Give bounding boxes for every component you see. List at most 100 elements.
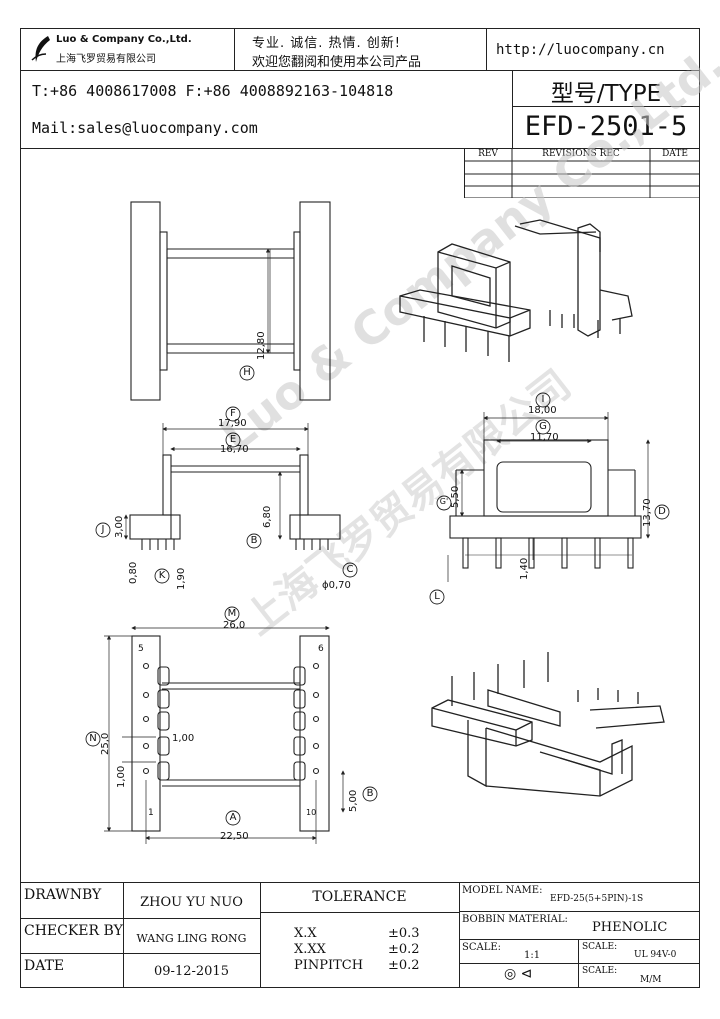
type-divider	[512, 70, 513, 148]
tolerance-value-pinpitch: ±0.2	[388, 958, 420, 973]
title-block-rule	[260, 912, 459, 913]
dim-j-value: 3,00	[114, 515, 125, 538]
date-value: 09-12-2015	[154, 964, 229, 979]
bottom-view	[131, 635, 330, 832]
label-m: M	[227, 608, 237, 619]
date-column-header: DATE	[662, 149, 688, 159]
dim-h-value: 12,80	[256, 331, 267, 360]
dim-pin-width: 0,80	[128, 561, 139, 584]
label-i: I	[541, 394, 545, 405]
checker-by-label: CHECKER BY	[24, 923, 123, 939]
tolerance-value-xxx: ±0.2	[388, 942, 420, 957]
phone-fax: T:+86 4008617008 F:+86 4008892163-104818	[32, 82, 394, 100]
dim-b-value: 6,80	[262, 505, 273, 528]
unit-label: SCALE:	[582, 966, 618, 976]
front-view	[129, 454, 341, 550]
label-h: H	[243, 367, 251, 378]
dim-f-value: 17,90	[218, 418, 247, 429]
header-rule	[20, 70, 700, 71]
title-block-divider	[578, 939, 579, 988]
drawn-by-label: DRAWNBY	[24, 887, 102, 903]
label-g-prime: G'	[439, 497, 449, 506]
dimension-callouts	[85, 365, 670, 826]
model-name-value: EFD-25(5+5PIN)-1S	[550, 894, 644, 904]
tolerance-value-xx: ±0.3	[388, 926, 420, 941]
side-view	[449, 439, 642, 569]
slogan-line2: 欢迎您翻阅和使用本公司产品	[252, 55, 422, 70]
title-block-rule	[459, 939, 700, 940]
tolerance-key-xx: X.X	[294, 926, 317, 941]
dimension-lines	[104, 248, 651, 844]
dim-n-value: 25,0	[100, 732, 111, 755]
title-block-rule	[20, 918, 260, 919]
isometric-view-top	[399, 219, 633, 362]
dim-l-value: 1,40	[519, 557, 530, 580]
checker-by-value: WANG LING RONG	[136, 932, 247, 945]
contact-rule	[20, 148, 700, 149]
type-rule	[512, 106, 700, 107]
drawn-by-value: ZHOU YU NUO	[140, 895, 243, 910]
type-label: 型号/TYPE	[550, 81, 662, 107]
date-label: DATE	[24, 958, 65, 974]
material-grade-value: UL 94V-0	[634, 950, 677, 960]
dim-n-pitch: 1,00	[172, 733, 195, 744]
bobbin-material-label: BOBBIN MATERIAL:	[462, 914, 568, 925]
title-block-rule	[20, 953, 260, 954]
dim-five-mm: 5,00	[348, 789, 359, 812]
rev-column-header: REV	[478, 149, 498, 159]
dim-g-prime-value: 5,50	[450, 485, 461, 508]
dim-e-value: 16,70	[220, 444, 249, 455]
tolerance-label: TOLERANCE	[312, 889, 407, 905]
pin-label-1: 1	[148, 808, 154, 818]
dim-one-mm: 1,00	[116, 765, 127, 788]
pin-label-5: 5	[138, 644, 144, 654]
dim-m-value: 26,0	[223, 620, 246, 631]
type-value: EFD-2501-5	[524, 111, 688, 142]
website-link[interactable]: http://luocompany.cn	[496, 42, 665, 58]
pin-label-6: 6	[318, 644, 324, 654]
label-j: J	[101, 524, 105, 535]
dim-k-value: 1,90	[176, 567, 187, 590]
dim-d-value: 13,70	[642, 498, 653, 527]
projection-icon: ◎ ⊲	[504, 966, 533, 982]
title-block-divider	[123, 882, 124, 988]
label-b: B	[250, 535, 258, 546]
label-g: G	[539, 421, 547, 432]
label-d: D	[658, 506, 666, 517]
revisions-rec-column-header: REVISIONS REC	[542, 149, 620, 159]
label-f: F	[230, 408, 236, 419]
tolerance-key-xxx: X.XX	[294, 942, 326, 957]
isometric-view-bottom	[431, 652, 665, 797]
drawing-frame	[20, 28, 700, 988]
bobbin-material-value: PHENOLIC	[592, 920, 668, 935]
label-b-bottom: B	[366, 788, 374, 799]
header-divider	[234, 28, 235, 70]
title-block-rule	[20, 882, 700, 883]
company-name-en: Luo & Company Co.,Ltd.	[56, 34, 192, 45]
material-grade-label: SCALE:	[582, 942, 618, 952]
model-name-label: MODEL NAME:	[462, 885, 543, 896]
scale-value: 1:1	[524, 950, 541, 961]
label-l: L	[434, 591, 440, 602]
pin-label-10: 10	[306, 808, 317, 817]
scale-label: SCALE:	[462, 942, 502, 953]
unit-value: M/M	[640, 975, 662, 985]
title-block-divider	[459, 882, 460, 988]
dim-g-value: 11,70	[530, 432, 559, 443]
header-divider	[486, 28, 487, 70]
label-a: A	[229, 812, 237, 823]
title-block-rule	[459, 963, 700, 964]
label-e: E	[229, 434, 237, 445]
title-block-rule	[459, 911, 700, 912]
label-n: N	[89, 733, 97, 744]
dim-i-value: 18,00	[528, 405, 557, 416]
mail-address[interactable]: Mail:sales@luocompany.com	[32, 119, 258, 137]
label-c: C	[346, 564, 354, 575]
tolerance-key-pinpitch: PINPITCH	[294, 958, 364, 973]
title-block-divider	[260, 882, 261, 988]
top-view	[130, 201, 331, 401]
company-name-cn: 上海飞罗贸易有限公司	[56, 54, 156, 65]
dim-c-value: ϕ0,70	[322, 580, 351, 591]
revisions-table	[464, 147, 700, 199]
